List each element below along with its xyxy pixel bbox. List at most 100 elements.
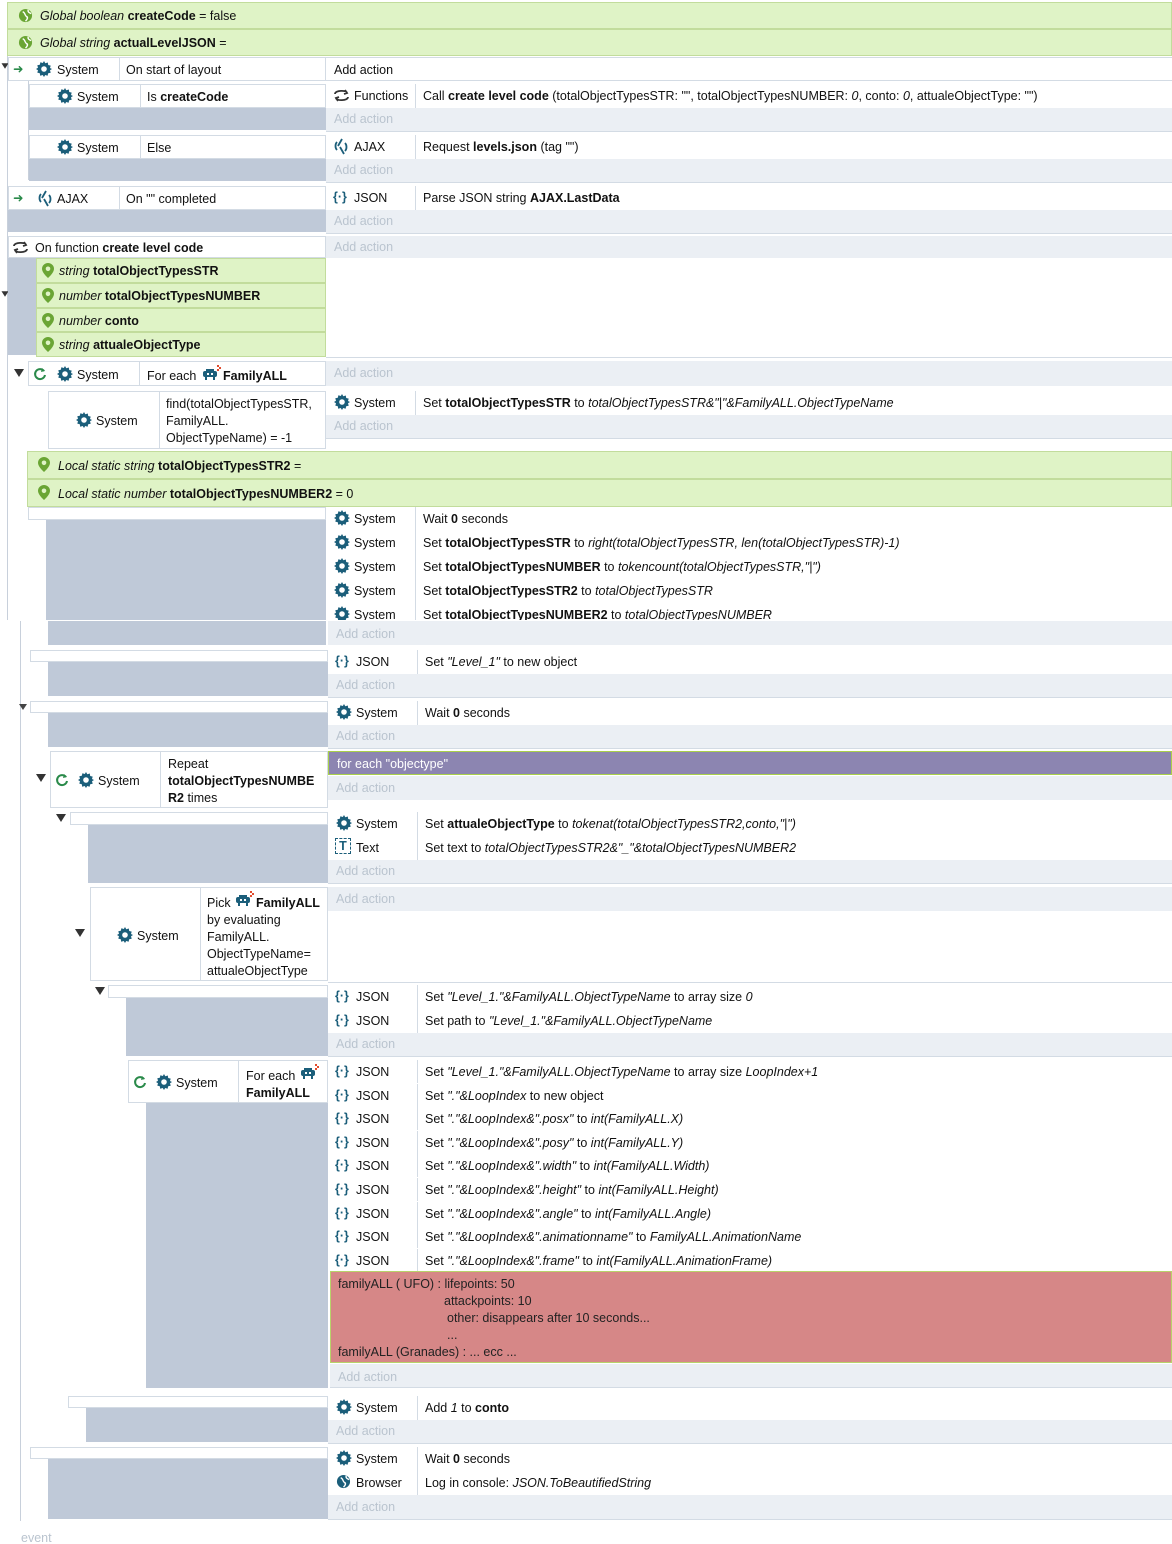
event-for-each-familyall[interactable]: System For each FamilyALL: [28, 361, 326, 386]
add-action-link[interactable]: Add action: [334, 163, 394, 177]
global-var-actuallevel[interactable]: Global string actualLevelJSON =: [7, 29, 1172, 56]
add-action-link[interactable]: Add action: [336, 627, 396, 641]
json-icon: {·}: [335, 1013, 349, 1027]
gear-icon: [334, 582, 350, 598]
add-action-link[interactable]: Add action: [336, 892, 396, 906]
add-action-link[interactable]: Add action: [338, 1370, 398, 1384]
add-action-link[interactable]: Add action: [334, 112, 394, 126]
gear-icon: [78, 772, 94, 788]
gear-icon: [336, 1450, 352, 1466]
function-param[interactable]: string attualeObjectType: [36, 332, 326, 357]
add-action-link[interactable]: Add action: [336, 781, 396, 795]
action-wait[interactable]: Wait 0 seconds: [425, 706, 510, 720]
ajax-icon: [334, 138, 348, 155]
local-var[interactable]: Local static string totalObjectTypesSTR2…: [27, 451, 1172, 479]
gear-icon: [334, 534, 350, 550]
json-icon: {·}: [335, 1205, 349, 1220]
add-action-link[interactable]: Add action: [334, 214, 394, 228]
add-action-link[interactable]: Add action: [336, 678, 396, 692]
action-request[interactable]: Request levels.json (tag ""): [423, 140, 579, 154]
add-action-link[interactable]: Add action: [336, 1424, 396, 1438]
action-log[interactable]: Log in console: JSON.ToBeautifiedString: [425, 1476, 652, 1490]
action-text: Set totalObjectTypesSTR to right(totalOb…: [423, 536, 900, 550]
event-is-createcode[interactable]: System Is createCode: [29, 84, 326, 108]
add-action-link[interactable]: Add action: [336, 864, 396, 878]
gear-icon: [117, 927, 133, 943]
event-on-completed[interactable]: ➜ AJAX On "" completed: [8, 186, 326, 210]
event-else[interactable]: System Else: [29, 135, 326, 159]
function-param[interactable]: string totalObjectTypesSTR: [36, 258, 326, 283]
gear-icon: [336, 1399, 352, 1415]
json-icon: {·}: [335, 1252, 349, 1267]
add-action-link[interactable]: Add action: [336, 729, 396, 743]
action-call-function[interactable]: Call create level code (totalObjectTypes…: [423, 89, 1038, 103]
event-pick-by-evaluating[interactable]: System Pick FamilyALL by evaluating Fami…: [90, 887, 328, 981]
json-icon: {·}: [335, 654, 349, 668]
local-var[interactable]: Local static number totalObjectTypesNUMB…: [27, 479, 1172, 507]
loop-icon: [56, 774, 68, 787]
global-var-createcode[interactable]: Global boolean createCode = false: [7, 2, 1172, 29]
action-text: Set totalObjectTypesNUMBER2 to totalObje…: [423, 608, 772, 620]
action-wait[interactable]: Wait 0 seconds: [425, 1452, 510, 1466]
action-text: Set "."&LoopIndex&".angle" to int(Family…: [425, 1206, 711, 1221]
pin-icon: [42, 263, 54, 278]
function-param[interactable]: number totalObjectTypesNUMBER: [36, 283, 326, 308]
add-action-link[interactable]: Add action: [334, 63, 394, 77]
json-icon: {·}: [333, 190, 347, 204]
ajax-icon: [38, 190, 52, 207]
action-text: Set "."&LoopIndex&".posy" to int(FamilyA…: [425, 1135, 684, 1150]
comment-family-notes[interactable]: familyALL ( UFO) : lifepoints: 50 attack…: [330, 1271, 1172, 1363]
function-param[interactable]: number conto: [36, 308, 326, 332]
loop-icon: [34, 368, 46, 381]
gear-icon: [156, 1074, 172, 1090]
event-repeat[interactable]: System Repeat totalObjectTypesNUMBE R2 t…: [50, 751, 328, 808]
action-set-var[interactable]: Set totalObjectTypesSTR to totalObjectTy…: [423, 396, 894, 410]
add-action-link[interactable]: Add action: [334, 240, 394, 254]
gear-icon: [336, 704, 352, 720]
event-for-each-familyall-inner[interactable]: System For each FamilyALL: [128, 1060, 328, 1103]
gear-icon: [57, 88, 73, 104]
add-event-link[interactable]: event: [21, 1531, 52, 1544]
loop-arrows-icon: [334, 89, 349, 102]
family-invader-icon: [203, 365, 221, 380]
add-action-link[interactable]: Add action: [334, 419, 394, 433]
add-action-link[interactable]: Add action: [336, 1500, 396, 1514]
loop-arrows-icon: [13, 241, 28, 254]
action-parse-json[interactable]: Parse JSON string AJAX.LastData: [423, 191, 620, 205]
action-text: Set "Level_1."&FamilyALL.ObjectTypeName …: [425, 990, 753, 1004]
action-text: Set totalObjectTypesSTR2 to totalObjectT…: [423, 584, 713, 598]
add-action-link[interactable]: Add action: [334, 366, 394, 380]
event-start-of-layout[interactable]: ➜ System On start of layout: [8, 57, 326, 81]
comment-for-each-objectype[interactable]: for each "objectype": [328, 751, 1172, 775]
add-action-link[interactable]: Add action: [336, 1037, 396, 1051]
action-text: Wait 0 seconds: [423, 512, 508, 526]
action-set-new-object[interactable]: Set "Level_1" to new object: [425, 655, 578, 669]
function-header[interactable]: On function create level code: [8, 236, 326, 258]
action-text: Set "Level_1."&FamilyALL.ObjectTypeName …: [425, 1065, 819, 1079]
event-find-condition[interactable]: System find(totalObjectTypesSTR, FamilyA…: [48, 391, 326, 449]
action-text: Set "."&LoopIndex&".height" to int(Famil…: [425, 1183, 719, 1197]
loop-icon: [134, 1076, 146, 1089]
gear-icon: [334, 394, 350, 410]
action-add-to-var[interactable]: Add 1 to conto: [425, 1401, 510, 1415]
